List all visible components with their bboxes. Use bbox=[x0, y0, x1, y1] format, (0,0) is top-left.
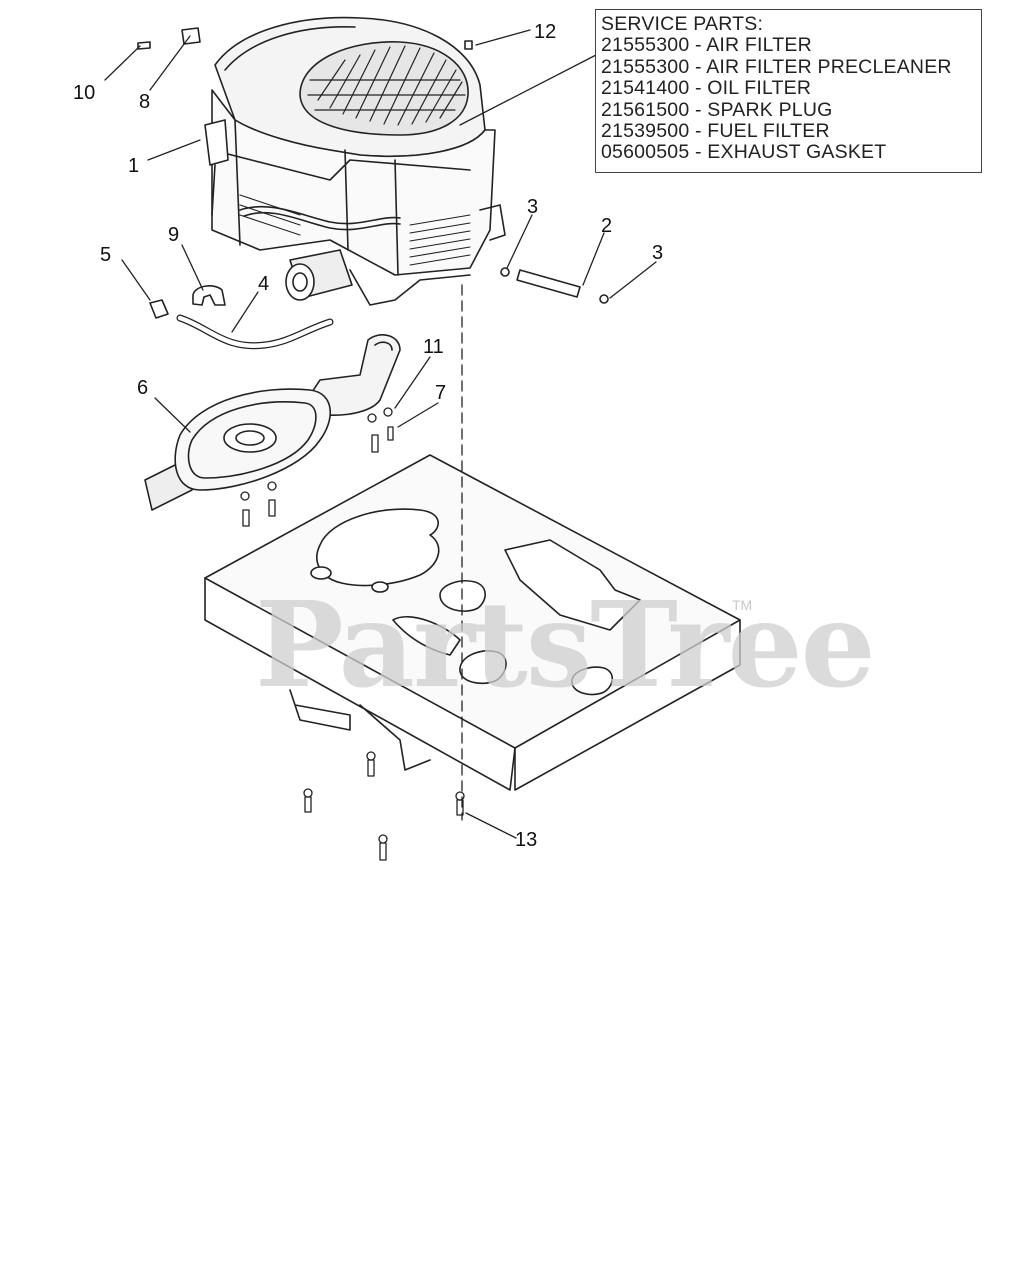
service-part-item: 21555300 - AIR FILTER bbox=[601, 34, 812, 57]
callout-2: 2 bbox=[601, 215, 613, 237]
oil-filter-icon bbox=[285, 249, 353, 301]
service-part-item: 21541400 - OIL FILTER bbox=[601, 77, 812, 100]
callout-3-right: 3 bbox=[652, 242, 664, 264]
callout-9: 9 bbox=[168, 224, 180, 246]
callout-5: 5 bbox=[100, 244, 112, 266]
callout-10: 10 bbox=[73, 82, 96, 104]
engine-mount-plate bbox=[204, 454, 741, 791]
callout-7: 7 bbox=[435, 382, 447, 404]
service-part-item: 21539500 - FUEL FILTER bbox=[601, 120, 830, 143]
callout-3-left: 3 bbox=[527, 196, 539, 218]
callout-1: 1 bbox=[128, 155, 140, 177]
engine-assembly bbox=[204, 16, 506, 306]
muffler-assembly bbox=[144, 334, 401, 511]
watermark-tm: TM bbox=[732, 597, 753, 613]
callout-4: 4 bbox=[258, 273, 270, 295]
callout-6: 6 bbox=[137, 377, 149, 399]
service-part-item: 21555300 - AIR FILTER PRECLEANER bbox=[601, 55, 952, 78]
service-part-item: 21561500 - SPARK PLUG bbox=[601, 98, 833, 121]
callout-12: 12 bbox=[534, 21, 557, 43]
service-parts-heading: SERVICE PARTS: bbox=[601, 13, 764, 35]
callout-11: 11 bbox=[423, 336, 444, 358]
service-part-item: 05600505 - EXHAUST GASKET bbox=[601, 141, 887, 164]
callout-13: 13 bbox=[515, 829, 538, 851]
watermark: PartsTree bbox=[255, 575, 876, 714]
fuel-hose bbox=[176, 314, 334, 350]
callout-8: 8 bbox=[139, 91, 151, 113]
service-parts-box: SERVICE PARTS: 21555300 - AIR FILTER 215… bbox=[595, 9, 982, 173]
